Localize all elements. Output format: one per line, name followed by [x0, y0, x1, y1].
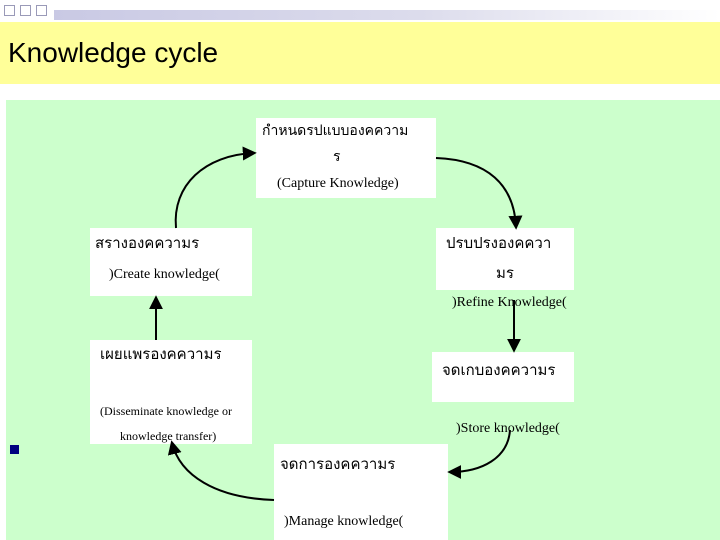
manage-thai: จดการองคความร [280, 455, 396, 473]
capture-thai-line1: กำหนดรปแบบองคความ [262, 123, 409, 139]
arrow-create-to-capture [174, 146, 257, 229]
decor-gradient-bar [54, 10, 720, 20]
arrow-manage-to-disseminate [167, 440, 275, 501]
slide-title: Knowledge cycle [8, 37, 219, 68]
manage-box [274, 444, 448, 540]
refine-thai-line2: มร [496, 264, 514, 282]
disseminate-english-line2: knowledge transfer) [120, 429, 217, 443]
bullet-icon [10, 445, 19, 454]
create-thai: สรางองคความร [95, 234, 200, 252]
create-box [90, 228, 252, 296]
arrow-store-to-manage [447, 429, 511, 479]
disseminate-box [90, 340, 252, 444]
capture-thai-line2: ร [333, 149, 341, 165]
title-bar [0, 22, 720, 84]
create-english: )Create knowledge( [109, 267, 220, 282]
refine-box [436, 228, 574, 290]
capture-english: (Capture Knowledge) [277, 176, 399, 191]
store-english: )Store knowledge( [456, 421, 560, 436]
capture-box [256, 118, 436, 198]
store-thai: จดเกบองคความร [442, 361, 556, 379]
store-box [432, 352, 574, 402]
refine-english: )Refine Knowledge( [452, 295, 567, 310]
decor-square-icon [20, 5, 31, 16]
refine-thai-line1: ปรบปรงองคควา [446, 234, 552, 252]
decor-square-icon [36, 5, 47, 16]
disseminate-thai: เผยแพรองคความร [100, 345, 222, 363]
manage-english: )Manage knowledge( [284, 514, 404, 529]
disseminate-english-line1: (Disseminate knowledge or [100, 404, 232, 418]
arrow-capture-to-refine [435, 157, 523, 230]
top-decoration [0, 0, 720, 22]
decor-square-icon [4, 5, 15, 16]
